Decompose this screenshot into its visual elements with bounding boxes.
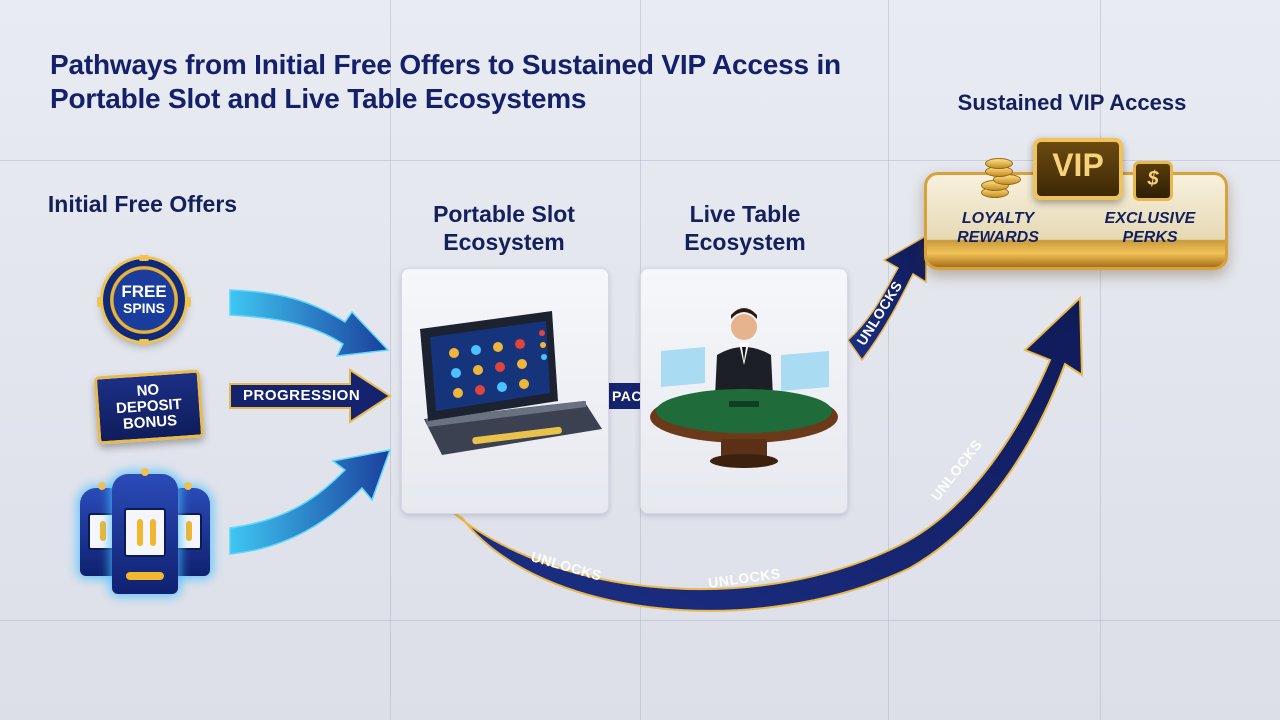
slot-ecosystem-heading: Portable Slot Ecosystem bbox=[433, 201, 575, 255]
connector-label: PAC bbox=[612, 388, 643, 404]
no-deposit-bonus-badge: NO DEPOSIT BONUS bbox=[93, 369, 205, 445]
dealer-table-illustration bbox=[650, 308, 838, 468]
free-spins-line1: FREE bbox=[121, 282, 167, 301]
page-title: Pathways from Initial Free Offers to Sus… bbox=[50, 49, 841, 114]
initial-offers-heading: Initial Free Offers bbox=[47, 191, 238, 217]
arrow-slot-to-live bbox=[606, 383, 642, 409]
grid-line bbox=[888, 0, 889, 720]
arrow-progression bbox=[229, 368, 392, 424]
exclusive-perks-label: EXCLUSIVE PERKS bbox=[1098, 209, 1202, 247]
bonus-line3: BONUS bbox=[122, 412, 178, 433]
slot-machines-icon bbox=[80, 468, 210, 598]
vip-badge: VIP bbox=[1033, 138, 1123, 200]
slot-ecosystem-card bbox=[401, 268, 609, 514]
progression-label: PROGRESSION bbox=[243, 387, 361, 404]
perks-line1: EXCLUSIVE bbox=[1104, 210, 1196, 227]
grid-line bbox=[390, 0, 391, 720]
dollar-icon: $ bbox=[1133, 161, 1173, 201]
vip-heading: Sustained VIP Access bbox=[957, 90, 1187, 115]
grid-line bbox=[1100, 0, 1101, 720]
free-spins-chip: FREE SPINS bbox=[97, 255, 191, 345]
perks-line2: PERKS bbox=[1122, 229, 1178, 246]
arrow-free-spins-to-slot bbox=[229, 289, 390, 357]
arrow-slot-to-vip-sweep bbox=[451, 295, 1084, 612]
loyalty-line1: LOYALTY bbox=[961, 210, 1035, 227]
tablet-slot-illustration bbox=[420, 311, 602, 455]
grid-line bbox=[0, 160, 1280, 161]
grid-line bbox=[0, 620, 1280, 621]
arrow-live-to-vip bbox=[847, 234, 927, 362]
arrow-machines-to-slot bbox=[229, 449, 392, 555]
live-table-ecosystem-card bbox=[640, 268, 848, 514]
loyalty-line2: REWARDS bbox=[957, 229, 1039, 246]
free-spins-line2: SPINS bbox=[122, 300, 165, 316]
loyalty-rewards-label: LOYALTY REWARDS bbox=[950, 209, 1046, 247]
live-ecosystem-heading: Live Table Ecosystem bbox=[684, 201, 806, 255]
coin-stack bbox=[985, 158, 1013, 169]
